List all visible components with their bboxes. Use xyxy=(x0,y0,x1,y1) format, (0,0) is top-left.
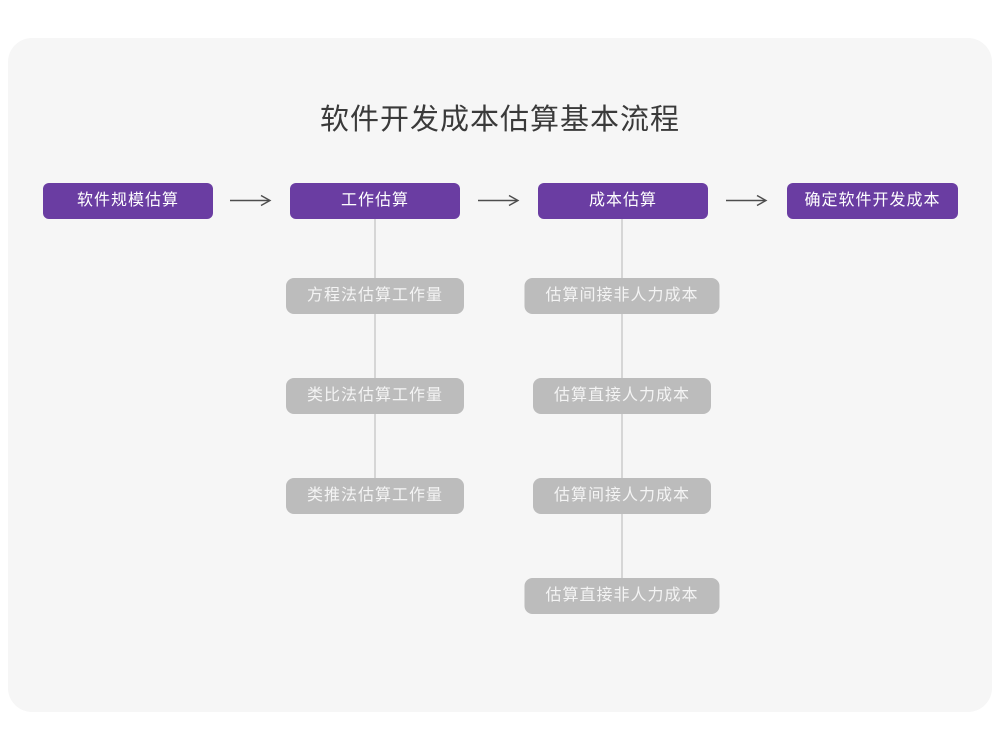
connector-work-column xyxy=(374,219,376,481)
arrow-right-icon xyxy=(477,194,521,207)
arrow-right-icon xyxy=(725,194,769,207)
sub-node-indirect-nonlabor-cost: 估算间接非人力成本 xyxy=(524,278,720,314)
sub-node-analogy-method: 类比法估算工作量 xyxy=(285,378,465,414)
sub-node-equation-method: 方程法估算工作量 xyxy=(285,278,465,314)
stage-node-scale-estimation: 软件规模估算 xyxy=(43,183,213,219)
sub-node-indirect-labor-cost: 估算间接人力成本 xyxy=(532,478,712,514)
stage-node-final-cost: 确定软件开发成本 xyxy=(787,183,958,219)
sub-node-direct-nonlabor-cost: 估算直接非人力成本 xyxy=(524,578,720,614)
sub-node-extrapolation-method: 类推法估算工作量 xyxy=(285,478,465,514)
diagram-title: 软件开发成本估算基本流程 xyxy=(319,104,680,136)
diagram-card xyxy=(8,38,992,712)
stage-node-cost-estimation: 成本估算 xyxy=(538,183,708,219)
arrow-right-icon xyxy=(229,194,273,207)
stage-node-work-estimation: 工作估算 xyxy=(290,183,460,219)
sub-node-direct-labor-cost: 估算直接人力成本 xyxy=(532,378,712,414)
